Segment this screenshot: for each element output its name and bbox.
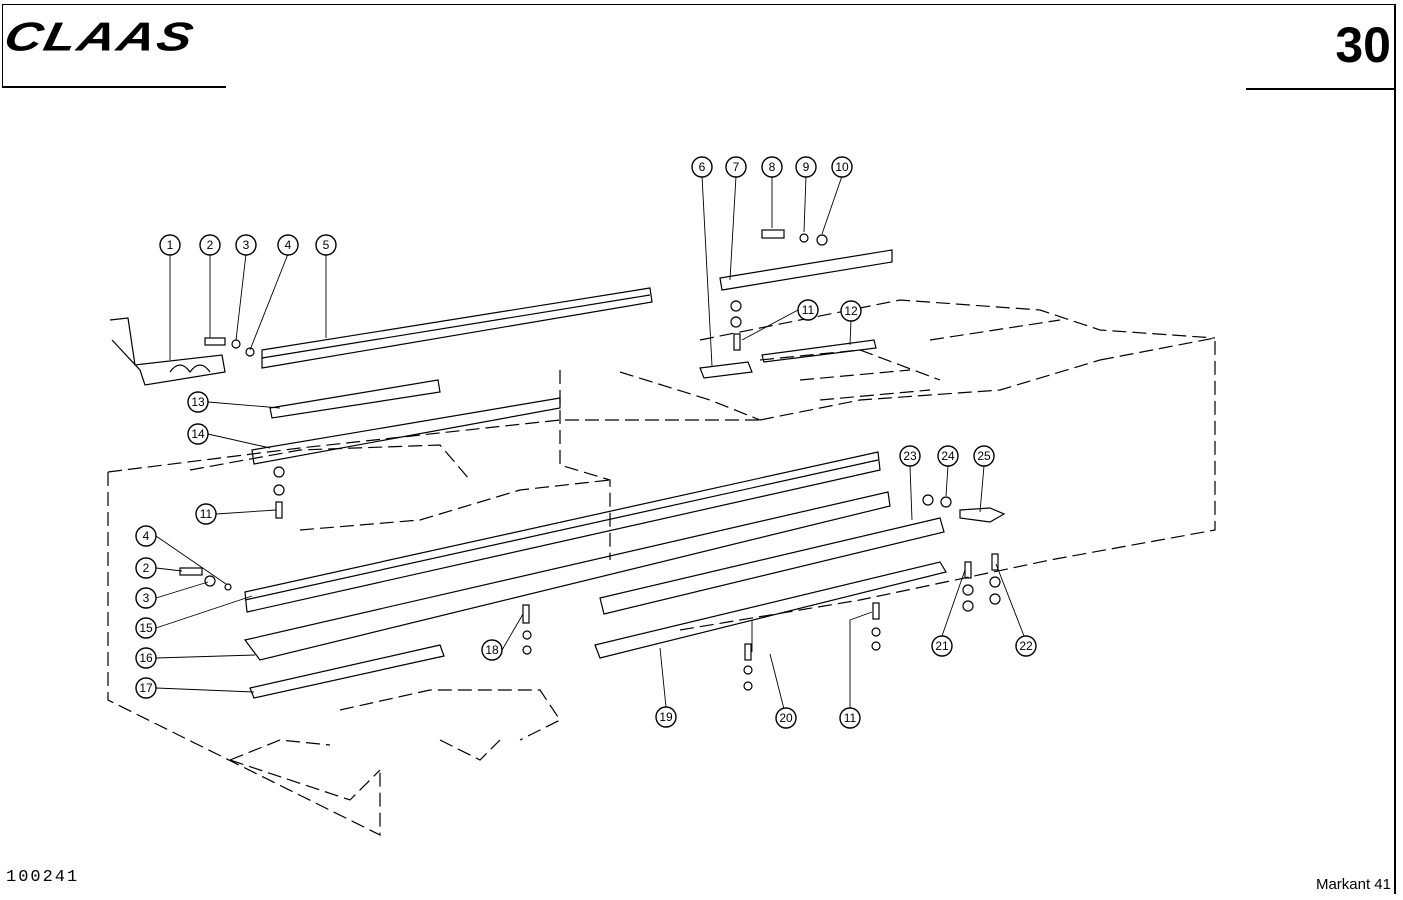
part-25-lever — [959, 507, 1006, 523]
callout-4-lower: 4 — [135, 525, 157, 547]
svg-text:10: 10 — [835, 160, 849, 174]
callout-24: 24 — [937, 445, 959, 467]
callout-17: 17 — [135, 677, 157, 699]
svg-text:16: 16 — [139, 651, 153, 665]
callout-7: 7 — [725, 156, 747, 178]
part-16-angle-bar — [243, 491, 891, 661]
model-name: Markant 41 — [1315, 876, 1391, 893]
callout-20: 20 — [775, 707, 797, 729]
svg-text:7: 7 — [733, 160, 740, 174]
svg-text:4: 4 — [143, 529, 150, 543]
callout-3-lower: 3 — [135, 587, 157, 609]
callout-25: 25 — [973, 445, 995, 467]
part-2-bolt — [204, 337, 226, 346]
callout-22: 22 — [1015, 635, 1037, 657]
callout-19: 19 — [655, 706, 677, 728]
svg-text:11: 11 — [802, 303, 815, 317]
callout-11-top: 11 — [797, 299, 819, 321]
svg-text:14: 14 — [191, 427, 205, 441]
callout-11-left: 11 — [195, 503, 217, 525]
callout-2: 2 — [199, 234, 221, 256]
logo-underline — [2, 86, 226, 88]
svg-text:11: 11 — [844, 711, 857, 725]
machine-frame-outline — [107, 299, 1216, 836]
callout-21: 21 — [931, 635, 953, 657]
callout-16: 16 — [135, 647, 157, 669]
callout-14: 14 — [187, 423, 209, 445]
part-17-strip — [249, 644, 445, 699]
svg-text:24: 24 — [941, 449, 955, 463]
part-19-strip — [594, 561, 947, 659]
callout-10: 10 — [831, 156, 853, 178]
callout-6: 6 — [691, 156, 713, 178]
leader-lines — [155, 175, 1025, 710]
callout-23: 23 — [899, 445, 921, 467]
callout-1: 1 — [159, 234, 181, 256]
part-14-angle — [251, 397, 561, 465]
callout-9: 9 — [795, 156, 817, 178]
callout-18: 18 — [481, 639, 503, 661]
svg-text:8: 8 — [769, 160, 776, 174]
svg-text:11: 11 — [200, 507, 213, 521]
part-23-angle-bar — [599, 517, 945, 615]
svg-text:12: 12 — [844, 304, 858, 318]
part-12-strip — [761, 339, 877, 363]
page-number-underline — [1246, 88, 1396, 90]
part-1-bracket — [109, 317, 226, 386]
callout-12: 12 — [840, 300, 862, 322]
svg-text:6: 6 — [699, 160, 706, 174]
callout-13: 13 — [187, 391, 209, 413]
svg-text:2: 2 — [207, 238, 214, 252]
callout-4: 4 — [277, 234, 299, 256]
callout-3: 3 — [235, 234, 257, 256]
callout-11-bottom: 11 — [839, 707, 861, 729]
part-callouts: 1 2 3 4 5 6 7 8 9 10 11 12 13 14 11 4 2 … — [135, 156, 1037, 729]
part-8-bolt — [761, 229, 785, 239]
svg-text:20: 20 — [779, 711, 793, 725]
svg-text:18: 18 — [485, 643, 499, 657]
callout-8: 8 — [761, 156, 783, 178]
callout-5: 5 — [315, 234, 337, 256]
part-7-bar — [719, 249, 893, 291]
svg-text:25: 25 — [977, 449, 991, 463]
svg-text:17: 17 — [139, 681, 153, 695]
svg-text:19: 19 — [659, 710, 673, 724]
document-number: 100241 — [6, 868, 80, 887]
page-frame-left-edge — [2, 4, 3, 88]
svg-text:15: 15 — [139, 621, 153, 635]
svg-text:23: 23 — [903, 449, 917, 463]
svg-text:13: 13 — [191, 395, 205, 409]
part-13-strip — [269, 379, 441, 419]
svg-text:22: 22 — [1019, 639, 1033, 653]
page-number: 30 — [1335, 17, 1391, 73]
page-frame — [2, 4, 1396, 894]
svg-text:4: 4 — [285, 238, 292, 252]
svg-text:2: 2 — [143, 561, 150, 575]
svg-text:3: 3 — [243, 238, 250, 252]
svg-text:9: 9 — [803, 160, 810, 174]
svg-text:3: 3 — [143, 591, 150, 605]
callout-15: 15 — [135, 617, 157, 639]
svg-text:21: 21 — [935, 639, 949, 653]
svg-text:5: 5 — [323, 238, 330, 252]
part-6-plate — [699, 361, 753, 379]
part-15-angle-bar — [244, 451, 881, 613]
svg-text:1: 1 — [167, 238, 174, 252]
callout-2-lower: 2 — [135, 557, 157, 579]
part-5-angle-bar — [261, 287, 653, 369]
